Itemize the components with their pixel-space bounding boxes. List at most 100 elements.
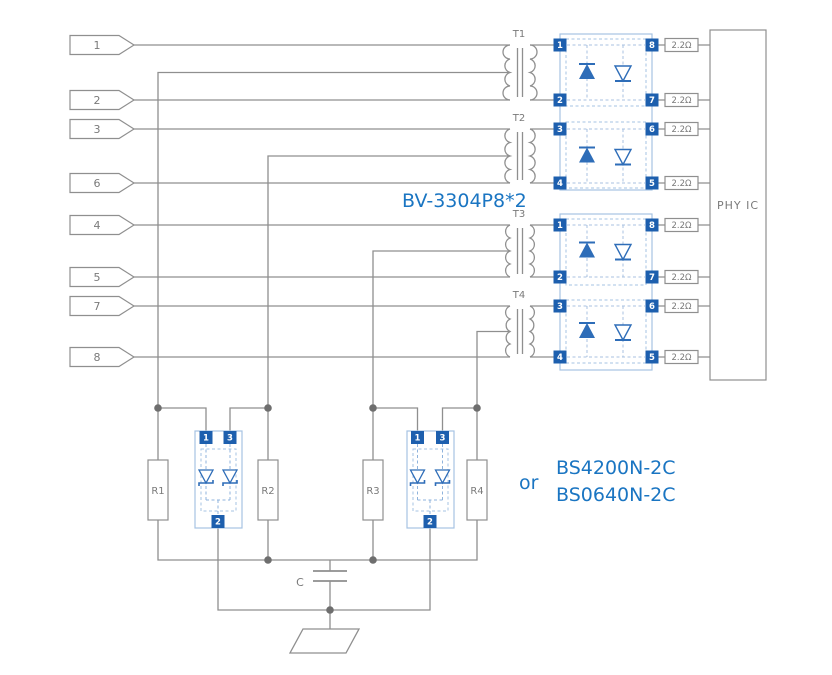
junction-dot — [264, 556, 272, 564]
tvs-branch-wires — [158, 407, 477, 431]
ground-symbol-icon — [288, 628, 361, 654]
tvs-inner-outline — [412, 448, 449, 512]
resistor-body — [257, 459, 279, 521]
package-pin-label: 5 — [649, 179, 655, 189]
package-pin-label: 4 — [557, 353, 563, 363]
resistor-value: 2.2Ω — [671, 41, 692, 51]
part-number-bv-label: BV-3304P8*2 — [402, 190, 527, 212]
package-to-resistor-wires — [658, 44, 665, 358]
connector-tag-label: 5 — [94, 271, 101, 284]
tvs-pin — [211, 515, 225, 528]
secondary-winding — [528, 305, 536, 358]
primary-winding — [502, 44, 513, 101]
series-resistor-3: 2.2Ω — [664, 121, 699, 137]
phy-ic-block: PHY IC — [709, 29, 767, 381]
resistor-value: 2.2Ω — [671, 221, 692, 231]
tvs-pin — [223, 431, 237, 444]
connector-tag-label: 6 — [94, 177, 101, 190]
package-section-outline — [565, 299, 647, 364]
tvs-pack-2: 1 3 2 — [406, 430, 455, 529]
package-outline — [559, 213, 653, 371]
connector-tag-label: 7 — [94, 300, 101, 313]
package-pin-label: 1 — [557, 41, 563, 51]
resistor-label: R3 — [366, 486, 379, 497]
zener-diode-icon — [197, 469, 215, 485]
tvs-pin-label: 2 — [427, 518, 433, 528]
zener-cathode-bar — [222, 480, 238, 486]
transformer-t1: T1 — [502, 29, 538, 101]
capacitor-label: C — [296, 576, 304, 589]
tvs-internal-leads — [205, 444, 231, 515]
resistor-body — [664, 121, 699, 137]
connector-tag-shape — [69, 346, 136, 368]
tvs-pack-1: 1 3 2 — [194, 430, 243, 529]
resistor-label: R1 — [151, 486, 164, 497]
transformer-label: T4 — [512, 290, 525, 301]
package-pin — [645, 38, 659, 52]
tvs-diode-up-icon — [579, 64, 595, 79]
primary-winding — [504, 128, 513, 184]
connector-tag-2: 2 — [69, 89, 136, 111]
tvs-internal-leads — [417, 444, 443, 515]
transformer-t4: T4 — [504, 290, 536, 358]
or-label: or — [519, 472, 539, 494]
package-pin — [645, 176, 659, 190]
primary-winding — [504, 224, 512, 278]
package-pin — [645, 350, 659, 364]
connector-tag-label: 4 — [94, 219, 101, 232]
tvs-pin-label: 1 — [203, 434, 209, 444]
transformer-label: T2 — [512, 113, 525, 124]
primary-winding — [504, 305, 512, 358]
package-pin — [553, 93, 567, 107]
resistor-label: R4 — [470, 486, 483, 497]
package-pin-label: 6 — [649, 125, 655, 135]
zener-diode-icon — [409, 469, 426, 485]
connector-tag-shape — [69, 89, 136, 111]
tvs-diode-down-icon — [613, 65, 633, 83]
tvs-array-package-1: 1 2 3 4 8 7 6 5 — [553, 33, 659, 191]
resistor-value: 2.2Ω — [671, 273, 692, 283]
resistor-value: 2.2Ω — [671, 302, 692, 312]
connector-tag-shape — [69, 34, 136, 56]
package-pin — [553, 218, 567, 232]
resistor-body — [664, 217, 699, 233]
junction-dot — [326, 606, 334, 614]
package-pin-label: 4 — [557, 179, 563, 189]
connector-tag-label: 1 — [94, 39, 101, 52]
connector-tag-label: 2 — [94, 94, 101, 107]
tvs-diode-down-icon — [613, 324, 633, 342]
resistor-body — [466, 459, 488, 521]
resistor-label: R2 — [261, 486, 274, 497]
transformer-to-package-wires — [530, 44, 554, 358]
resistor-body — [664, 298, 699, 314]
resistor-r2: R2 — [257, 459, 279, 521]
tvs-pin-label: 3 — [227, 434, 233, 444]
secondary-winding — [527, 44, 538, 101]
junction-dot — [369, 556, 377, 564]
secondary-winding — [527, 128, 536, 184]
package-pin-label: 2 — [557, 96, 563, 106]
capacitor-ground-wires — [217, 528, 431, 629]
connector-tag-1: 1 — [69, 34, 136, 56]
connector-tag-shape — [69, 172, 136, 194]
connector-tag-shape — [69, 266, 136, 288]
junction-dot — [154, 404, 162, 412]
tvs-diode-up-icon — [579, 323, 595, 338]
tvs-pin-label: 3 — [440, 434, 446, 444]
connector-tag-label: 8 — [94, 351, 101, 364]
resistor-body — [664, 92, 699, 108]
resistor-to-phy-wires — [698, 44, 710, 358]
tvs-pin — [436, 431, 449, 444]
tvs-diode-down-icon — [613, 243, 633, 261]
connector-tag-label: 3 — [94, 123, 101, 136]
center-tap-wires — [157, 71, 510, 460]
package-outline — [559, 33, 653, 191]
secondary-winding — [528, 224, 536, 278]
tvs-diode-up-icon — [579, 242, 595, 258]
connector-tag-shape — [69, 295, 136, 317]
package-pin-label: 6 — [649, 302, 655, 312]
package-pin — [553, 270, 567, 284]
package-pin — [645, 299, 659, 313]
series-resistor-6: 2.2Ω — [664, 269, 699, 285]
